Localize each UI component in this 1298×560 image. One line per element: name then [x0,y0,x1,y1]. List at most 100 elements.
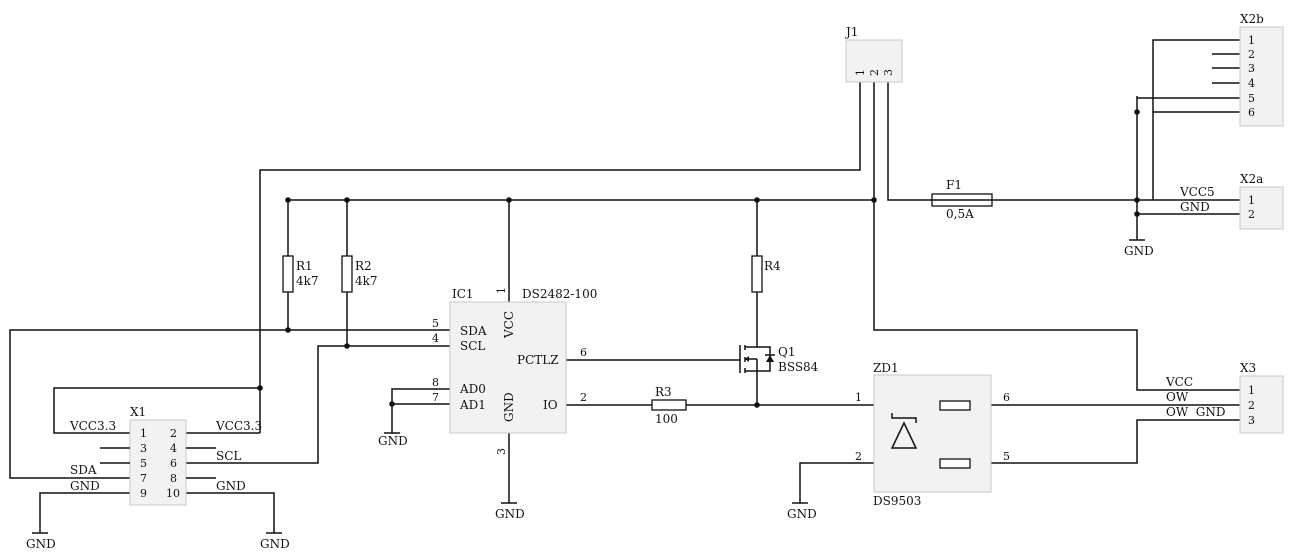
transistor-q1: Q1 BSS84 [739,343,819,374]
zd1-component: ZD1 DS9503 1 2 6 5 [855,361,1010,508]
x2b-ref: X2b [1240,12,1264,26]
ground-symbols: GND GND GND GND GND GND [26,239,1154,551]
ic1-component: IC1 DS2482-100 SDA SCL AD0 AD1 PCTLZ IO … [432,287,597,455]
x2b-pin-4: 4 [1248,77,1255,90]
zd1-body [873,374,992,493]
x3-pin-2: 2 [1248,399,1255,412]
ic1-pin-scl-label: SCL [460,339,485,353]
zd1-pin-number-6: 6 [1003,391,1010,404]
ic1-pin-number-1: 1 [495,287,508,294]
ic1-pin-number-2: 2 [580,391,587,404]
ic1-value: DS2482-100 [522,287,597,301]
x1-pin-1: 1 [140,427,147,440]
zd1-ref: ZD1 [873,361,899,375]
zd1-resistor-bottom [939,458,971,469]
ground-icon: GND [1124,239,1154,258]
x2b-pin-2: 2 [1248,48,1255,61]
q1-value: BSS84 [778,360,819,374]
r3-ref: R3 [655,385,672,399]
resistor-r4: R4 [751,255,781,293]
x2a-ref: X2a [1240,172,1263,186]
fuse-f1: F1 0,5A [931,178,993,221]
r4-ref: R4 [764,259,781,273]
j1-pin-1: 1 [854,69,867,76]
ground-icon: GND [26,532,56,551]
gnd-label-ic1: GND [495,507,525,521]
ic1-pin-number-4: 4 [432,332,439,345]
ic1-pin-vcc-label: VCC [502,311,516,339]
gnd-label-x1-right: GND [260,537,290,551]
ic1-ref: IC1 [452,287,474,301]
x1-pin-8: 8 [170,472,177,485]
x3-pin-3: 3 [1248,414,1255,427]
x1-net-gnd-left: GND [70,479,100,493]
j1-body [845,39,903,83]
ic1-body [449,301,567,434]
x2b-body [1239,26,1284,127]
ground-icon: GND [787,502,817,521]
x2a-pin-2: 2 [1248,208,1255,221]
ic1-pin-sda-label: SDA [460,324,487,338]
x2a-body [1239,186,1284,230]
ground-icon: GND [495,502,525,521]
x1-net-gnd-right: GND [216,479,246,493]
wires [9,39,1240,533]
x3-pin-1: 1 [1248,384,1255,397]
q1-ref: Q1 [778,345,795,359]
zener-diode-icon [890,413,918,449]
gnd-label-x2: GND [1124,244,1154,258]
x1-pin-2: 2 [170,427,177,440]
gnd-label-ad: GND [378,434,408,448]
x1-pin-4: 4 [170,442,177,455]
ic1-pin-ad0-label: AD0 [459,382,486,396]
f1-value: 0,5A [946,207,974,221]
zd1-pin-number-5: 5 [1003,450,1010,463]
x1-net-sda: SDA [70,463,97,477]
gnd-label-x1-left: GND [26,537,56,551]
r4-body [751,255,763,293]
resistor-r2: R2 4k7 [341,255,378,293]
x1-net-vcc33-right: VCC3.3 [215,419,262,433]
zd1-pin-number-2: 2 [855,450,862,463]
connector-x2a: X2a 1 2 VCC5 GND [1179,172,1284,230]
x3-body [1239,375,1284,434]
x2b-pin-1: 1 [1248,34,1255,47]
j1-pin-2: 2 [868,69,881,76]
ic1-pin-number-3: 3 [495,448,508,455]
x2b-pin-6: 6 [1248,106,1255,119]
x1-pin-6: 6 [170,457,177,470]
ic1-pin-pctlz-label: PCTLZ [517,353,559,367]
resistor-r3: R3 100 [651,385,687,426]
x1-pin-3: 3 [140,442,147,455]
junction-dots [257,109,1140,466]
ic1-pin-io-label: IO [543,398,558,412]
r2-body [341,255,353,293]
x1-net-vcc33-left: VCC3.3 [69,419,116,433]
x2a-pin-1: 1 [1248,194,1255,207]
zd1-pin-number-1: 1 [855,391,862,404]
zd1-value: DS9503 [873,494,921,508]
r1-body [282,255,294,293]
x1-pin-7: 7 [140,472,147,485]
x2a-net-gnd: GND [1180,200,1210,214]
j1-ref: J1 [844,25,858,39]
ic1-pin-ad1-label: AD1 [459,398,486,412]
connector-x3: X3 1 2 3 VCC OW OW GND [1165,361,1284,434]
x3-net-vcc: VCC [1165,375,1193,389]
x1-pin-5: 5 [140,457,147,470]
ic1-pin-number-5: 5 [432,317,439,330]
r3-value: 100 [655,412,678,426]
x2b-pin-3: 3 [1248,62,1255,75]
ground-icon: GND [378,432,408,448]
x1-pin-9: 9 [140,487,147,500]
x1-pin-10: 10 [166,487,180,500]
r1-ref: R1 [296,259,313,273]
ic1-pin-gnd-label: GND [502,392,516,422]
x2b-pin-5: 5 [1248,92,1255,105]
x1-ref: X1 [130,405,146,419]
ic1-pin-number-6: 6 [580,346,587,359]
connector-x1: X1 1 3 5 7 9 2 4 6 8 10 VCC3.3 SDA GND V… [69,405,262,506]
x1-body [129,419,187,506]
x2a-net-vcc5: VCC5 [1179,185,1215,199]
